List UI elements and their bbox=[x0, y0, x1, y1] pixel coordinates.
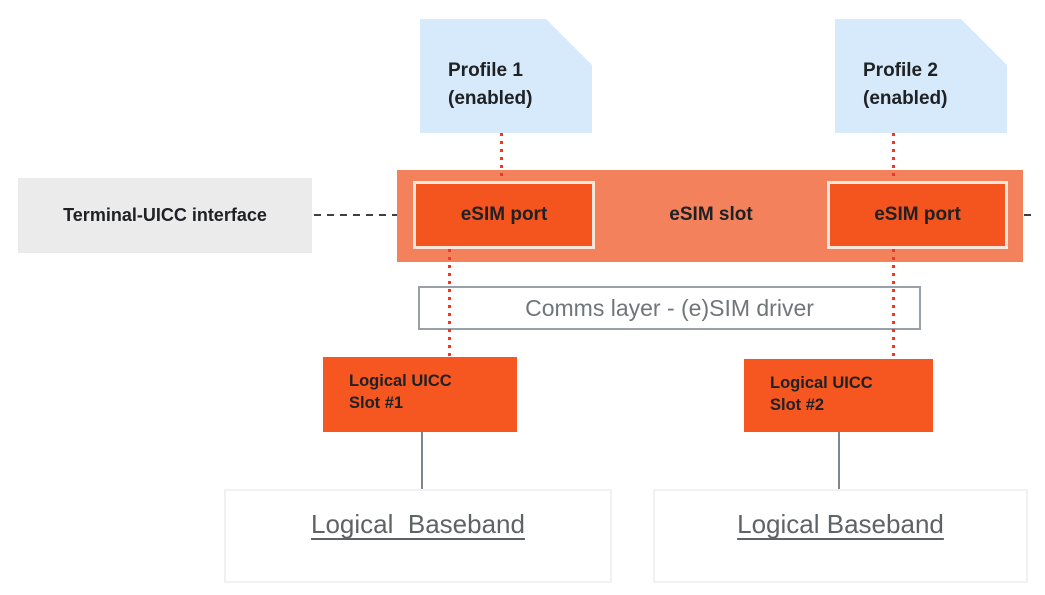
esim-port-2-label: eSIM port bbox=[874, 204, 961, 225]
logical-baseband-2-box: Logical Baseband bbox=[653, 489, 1028, 583]
esim-slot-label-text: eSIM slot bbox=[669, 204, 753, 225]
profile-2-title: Profile 2 bbox=[863, 60, 938, 81]
esim-port-1-box: eSIM port bbox=[413, 181, 595, 249]
logical-baseband-1-box: Logical Baseband bbox=[224, 489, 612, 583]
uicc2-to-baseband2-line bbox=[838, 432, 840, 490]
comms-layer-label: Comms layer - (e)SIM driver bbox=[525, 294, 814, 321]
profile-1-title: Profile 1 bbox=[448, 60, 523, 81]
slot-right-dashed-stub bbox=[1024, 214, 1035, 216]
logical-uicc-slot-1-line2: Slot #1 bbox=[349, 394, 404, 412]
logical-uicc-slot-1-line1: Logical UICC bbox=[349, 372, 452, 390]
profile-1-card: Profile 1 (enabled) bbox=[420, 19, 592, 133]
esim-port-1-label: eSIM port bbox=[460, 204, 548, 225]
profile-1-state: (enabled) bbox=[448, 88, 533, 109]
esim-port-2-box: eSIM port bbox=[827, 181, 1008, 249]
profile-2-state: (enabled) bbox=[863, 88, 948, 109]
esim-slot-label: eSIM slot bbox=[595, 181, 827, 249]
comms-layer-box: Comms layer - (e)SIM driver bbox=[418, 286, 921, 330]
logical-baseband-2-label: Logical Baseband bbox=[737, 509, 944, 539]
terminal-to-slot-dashed-line bbox=[314, 214, 410, 216]
logical-uicc-slot-1-box: Logical UICC Slot #1 bbox=[323, 357, 517, 432]
port1-to-uicc1-dotted-line bbox=[448, 249, 451, 357]
logical-uicc-slot-2-line2: Slot #2 bbox=[770, 396, 825, 414]
terminal-uicc-interface-label: Terminal-UICC interface bbox=[18, 178, 312, 253]
profile1-to-port1-dotted-line bbox=[500, 133, 503, 180]
logical-uicc-slot-2-box: Logical UICC Slot #2 bbox=[744, 359, 933, 432]
logical-uicc-slot-2-line1: Logical UICC bbox=[770, 374, 873, 392]
port2-to-uicc2-dotted-line bbox=[892, 249, 895, 358]
terminal-uicc-interface-text: Terminal-UICC interface bbox=[63, 205, 267, 225]
logical-baseband-1-label: Logical Baseband bbox=[311, 509, 525, 539]
profile2-to-port2-dotted-line bbox=[892, 133, 895, 181]
uicc1-to-baseband1-line bbox=[421, 432, 423, 490]
profile-2-card: Profile 2 (enabled) bbox=[835, 19, 1007, 133]
